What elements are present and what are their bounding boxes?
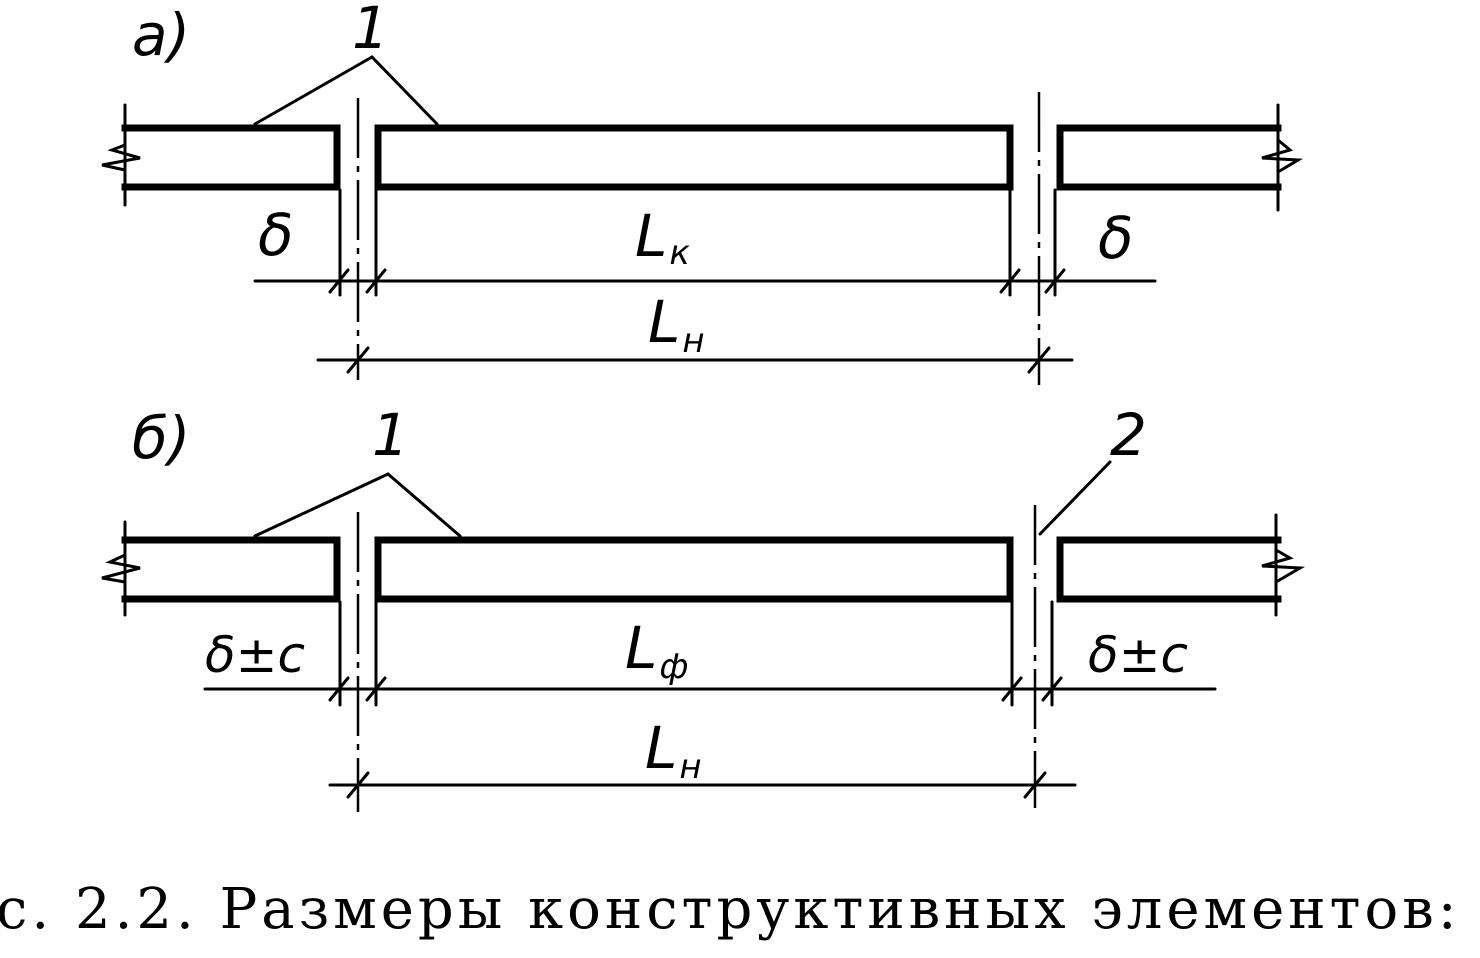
diagram-a-length-k-label: Lк [635, 202, 690, 273]
diagram-a: a) 1 δ δ Lк Lн [101, 0, 1303, 385]
diagram-b-left-slab [101, 520, 341, 617]
diagram-b-right-slab [1056, 513, 1306, 617]
figure-caption: с. 2.2. Размеры конструктивных элементов… [0, 877, 1461, 942]
diagram-b-gap-right-label: δ±c [1088, 626, 1188, 684]
diagram-a-dim-line-k [253, 268, 1157, 294]
diagram-a-length-n-label: Lн [648, 288, 705, 361]
diagram-b-dim-line-n [328, 771, 1077, 799]
diagram-a-center-slab [374, 124, 1014, 191]
diagram-b-leader-2 [1038, 460, 1112, 536]
diagram-a-gap-left-label: δ [258, 201, 294, 269]
diagram-a-right-slab [1056, 103, 1303, 212]
diagram-b-leader-number-1: 1 [372, 401, 409, 469]
diagram-b-leader-number-2: 2 [1110, 401, 1147, 469]
diagram-a-leader-number: 1 [352, 0, 389, 62]
diagram-b-center-slab [374, 536, 1014, 603]
diagram-a-leader-1 [253, 55, 439, 126]
diagram-a-left-slab [101, 103, 341, 207]
diagram-b-label: б) [132, 404, 190, 472]
diagram-b-leader-1 [253, 472, 462, 538]
diagram-b-length-f-label: Lф [625, 614, 688, 687]
diagram-a-label: a) [132, 1, 190, 69]
diagram-b: б) 1 2 δ±c δ±c Lф Lн [101, 401, 1306, 812]
diagram-b-length-n-label: Lн [645, 714, 702, 787]
diagram-b-gap-left-label: δ±c [205, 626, 305, 684]
diagram-a-gap-right-label: δ [1098, 204, 1134, 272]
diagram-b-dim-line-f [203, 676, 1217, 702]
diagram-a-dim-line-n [316, 346, 1074, 374]
